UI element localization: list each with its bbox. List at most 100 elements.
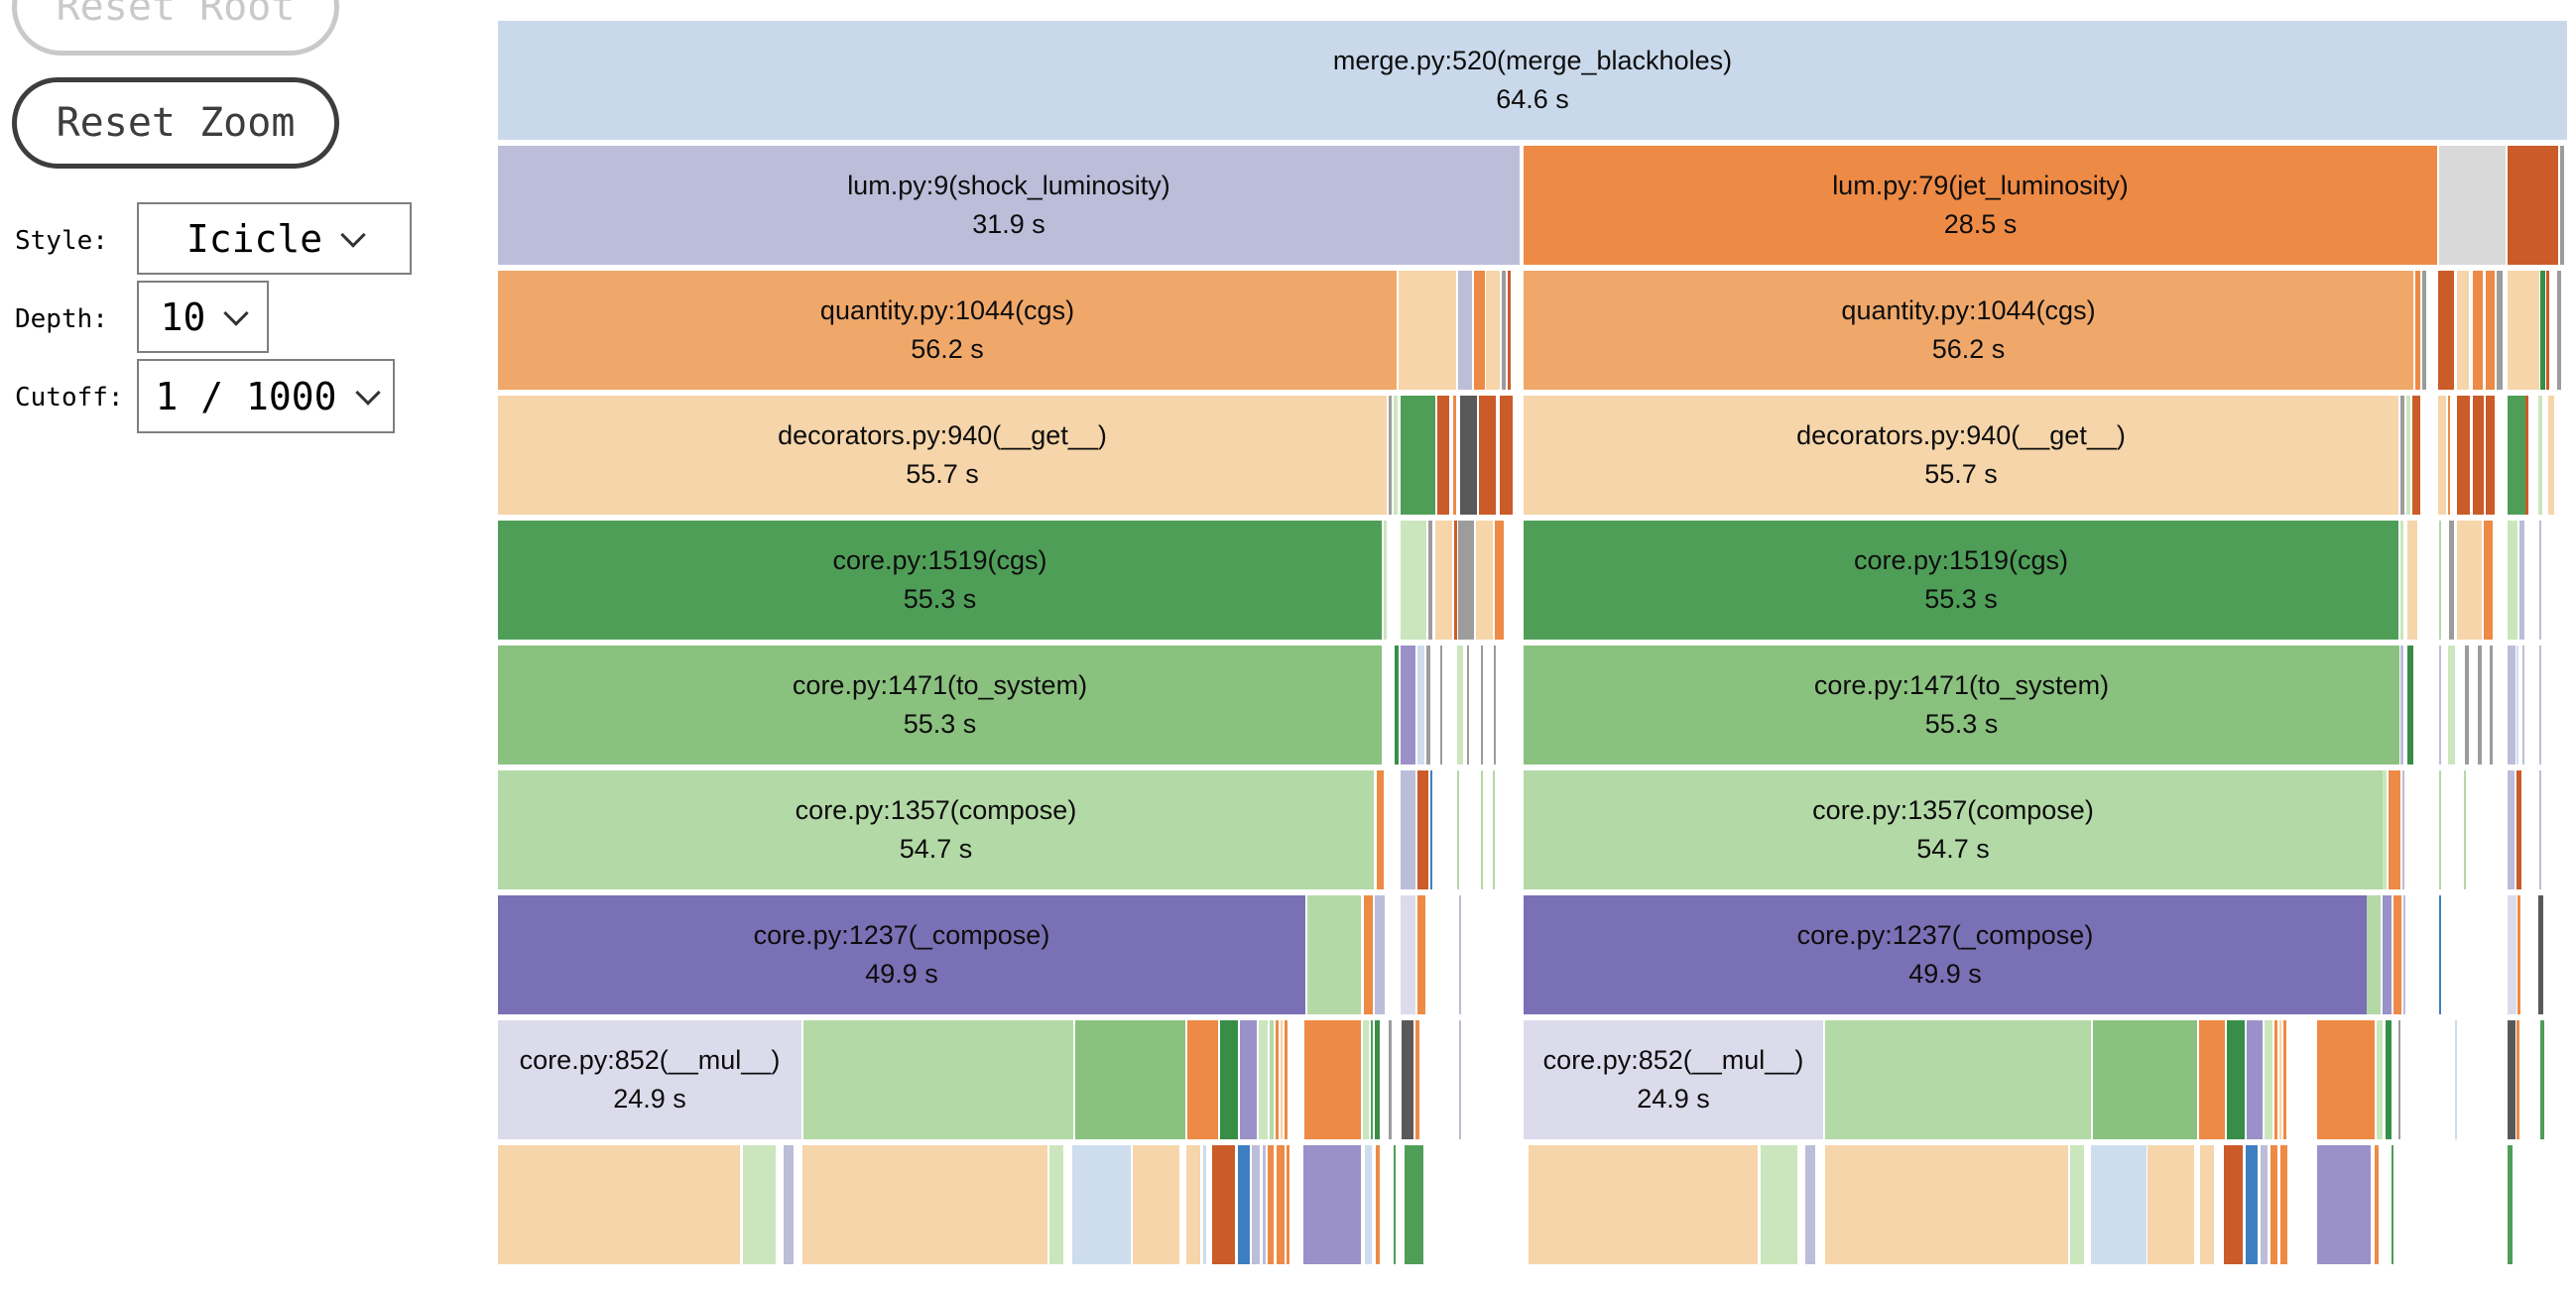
icicle-segment[interactable] bbox=[1252, 1145, 1260, 1264]
icicle-segment[interactable] bbox=[1287, 1145, 1289, 1264]
icicle-segment[interactable] bbox=[1049, 1145, 1063, 1264]
icicle-segment[interactable] bbox=[1285, 1020, 1288, 1139]
depth-select[interactable]: 10 bbox=[137, 281, 269, 353]
icicle-segment[interactable] bbox=[1240, 1020, 1257, 1139]
icicle-segment[interactable] bbox=[1363, 1020, 1369, 1139]
icicle-segment[interactable] bbox=[2439, 521, 2441, 640]
icicle-segment[interactable] bbox=[2478, 646, 2482, 765]
icicle-segment[interactable] bbox=[1459, 895, 1461, 1014]
icicle-segment[interactable] bbox=[1307, 895, 1361, 1014]
icicle-segment[interactable] bbox=[803, 1020, 1073, 1139]
icicle-segment[interactable] bbox=[1375, 895, 1385, 1014]
icicle-segment[interactable] bbox=[2412, 396, 2420, 515]
icicle-segment[interactable]: core.py:1471(to_system)55.3 s bbox=[498, 646, 1382, 765]
icicle-segment[interactable] bbox=[2539, 770, 2541, 889]
icicle-segment[interactable] bbox=[2247, 1020, 2263, 1139]
icicle-segment[interactable] bbox=[1276, 1020, 1279, 1139]
icicle-segment[interactable]: core.py:1357(compose)54.7 s bbox=[1524, 770, 2383, 889]
icicle-segment[interactable] bbox=[1277, 1145, 1285, 1264]
icicle-segment[interactable] bbox=[2508, 146, 2558, 265]
icicle-segment[interactable] bbox=[1502, 271, 1506, 390]
icicle-segment[interactable] bbox=[2508, 271, 2539, 390]
cutoff-select[interactable]: 1 / 1000 bbox=[137, 359, 395, 433]
icicle-segment[interactable] bbox=[2457, 396, 2470, 515]
icicle-segment[interactable] bbox=[1454, 521, 1457, 640]
icicle-segment[interactable] bbox=[2508, 770, 2515, 889]
icicle-segment[interactable] bbox=[1281, 1020, 1283, 1139]
icicle-segment[interactable] bbox=[2560, 146, 2564, 265]
icicle-segment[interactable] bbox=[2464, 770, 2466, 889]
icicle-segment[interactable] bbox=[1481, 770, 1483, 889]
icicle-segment[interactable] bbox=[2367, 895, 2381, 1014]
icicle-segment[interactable] bbox=[2538, 895, 2543, 1014]
icicle-segment[interactable] bbox=[2200, 1145, 2214, 1264]
icicle-segment[interactable] bbox=[1220, 1020, 1238, 1139]
icicle-segment[interactable] bbox=[2283, 1020, 2286, 1139]
icicle-segment[interactable] bbox=[1186, 1145, 1200, 1264]
icicle-segment[interactable] bbox=[1394, 1145, 1396, 1264]
icicle-segment[interactable] bbox=[2546, 271, 2549, 390]
icicle-segment[interactable] bbox=[2439, 146, 2506, 265]
icicle-segment[interactable] bbox=[1405, 1145, 1423, 1264]
icicle-segment[interactable] bbox=[2439, 646, 2441, 765]
icicle-segment[interactable] bbox=[1460, 396, 1477, 515]
icicle-segment[interactable] bbox=[1493, 770, 1495, 889]
icicle-segment[interactable] bbox=[1508, 271, 1511, 390]
icicle-segment[interactable] bbox=[1417, 770, 1428, 889]
icicle-segment[interactable]: core.py:1471(to_system)55.3 s bbox=[1524, 646, 2399, 765]
icicle-segment[interactable] bbox=[2224, 1145, 2243, 1264]
icicle-segment[interactable] bbox=[2525, 396, 2528, 515]
icicle-segment[interactable]: lum.py:79(jet_luminosity)28.5 s bbox=[1524, 146, 2437, 265]
icicle-segment[interactable] bbox=[1805, 1145, 1815, 1264]
icicle-segment[interactable]: core.py:1519(cgs)55.3 s bbox=[498, 521, 1382, 640]
icicle-segment[interactable] bbox=[2199, 1020, 2225, 1139]
icicle-segment[interactable] bbox=[2415, 271, 2420, 390]
icicle-segment[interactable] bbox=[1476, 521, 1493, 640]
icicle-segment[interactable] bbox=[1401, 646, 1415, 765]
icicle-segment[interactable] bbox=[1428, 521, 1432, 640]
icicle-segment[interactable] bbox=[1417, 646, 1424, 765]
icicle-segment[interactable] bbox=[2508, 646, 2515, 765]
icicle-segment[interactable] bbox=[2473, 271, 2483, 390]
icicle-segment[interactable] bbox=[2557, 271, 2561, 390]
icicle-segment[interactable] bbox=[2522, 646, 2524, 765]
icicle-segment[interactable] bbox=[2400, 521, 2403, 640]
icicle-segment[interactable] bbox=[2406, 396, 2410, 515]
icicle-segment[interactable] bbox=[1401, 895, 1415, 1014]
icicle-segment[interactable] bbox=[2280, 1145, 2287, 1264]
icicle-segment[interactable] bbox=[2279, 1020, 2281, 1139]
icicle-segment[interactable] bbox=[2508, 895, 2516, 1014]
reset-zoom-button[interactable]: Reset Zoom bbox=[12, 77, 339, 169]
icicle-segment[interactable] bbox=[1529, 1145, 1758, 1264]
icicle-segment[interactable] bbox=[2386, 1020, 2392, 1139]
icicle-segment[interactable] bbox=[2439, 770, 2441, 889]
icicle-segment[interactable] bbox=[2270, 1145, 2277, 1264]
icicle-segment[interactable] bbox=[1389, 1020, 1392, 1139]
icicle-segment[interactable] bbox=[1203, 1145, 1206, 1264]
icicle-segment[interactable] bbox=[1435, 521, 1452, 640]
icicle-segment[interactable]: decorators.py:940(__get__)55.7 s bbox=[498, 396, 1387, 515]
icicle-segment[interactable] bbox=[1395, 646, 1399, 765]
style-select[interactable]: Icicle bbox=[137, 202, 412, 275]
icicle-segment[interactable]: decorators.py:940(__get__)55.7 s bbox=[1524, 396, 2398, 515]
icicle-segment[interactable] bbox=[1401, 521, 1426, 640]
icicle-segment[interactable] bbox=[2375, 1145, 2379, 1264]
icicle-segment[interactable] bbox=[1401, 770, 1415, 889]
icicle-segment[interactable] bbox=[2407, 521, 2417, 640]
icicle-segment[interactable] bbox=[1467, 646, 1469, 765]
icicle-segment[interactable] bbox=[802, 1145, 1047, 1264]
icicle-segment[interactable] bbox=[1364, 895, 1373, 1014]
icicle-segment[interactable] bbox=[1415, 1020, 1419, 1139]
icicle-segment[interactable] bbox=[2449, 521, 2454, 640]
icicle-segment[interactable] bbox=[1376, 1145, 1380, 1264]
icicle-segment[interactable] bbox=[2147, 1145, 2194, 1264]
icicle-segment[interactable] bbox=[1494, 646, 1496, 765]
icicle-segment[interactable] bbox=[1457, 770, 1459, 889]
icicle-segment[interactable] bbox=[2548, 396, 2554, 515]
icicle-segment[interactable] bbox=[2261, 1145, 2268, 1264]
icicle-segment[interactable] bbox=[2227, 1020, 2245, 1139]
icicle-segment[interactable] bbox=[1458, 521, 1474, 640]
icicle-segment[interactable]: merge.py:520(merge_blackholes)64.6 s bbox=[498, 21, 2567, 140]
icicle-segment[interactable] bbox=[2539, 521, 2541, 640]
icicle-segment[interactable] bbox=[1481, 646, 1483, 765]
